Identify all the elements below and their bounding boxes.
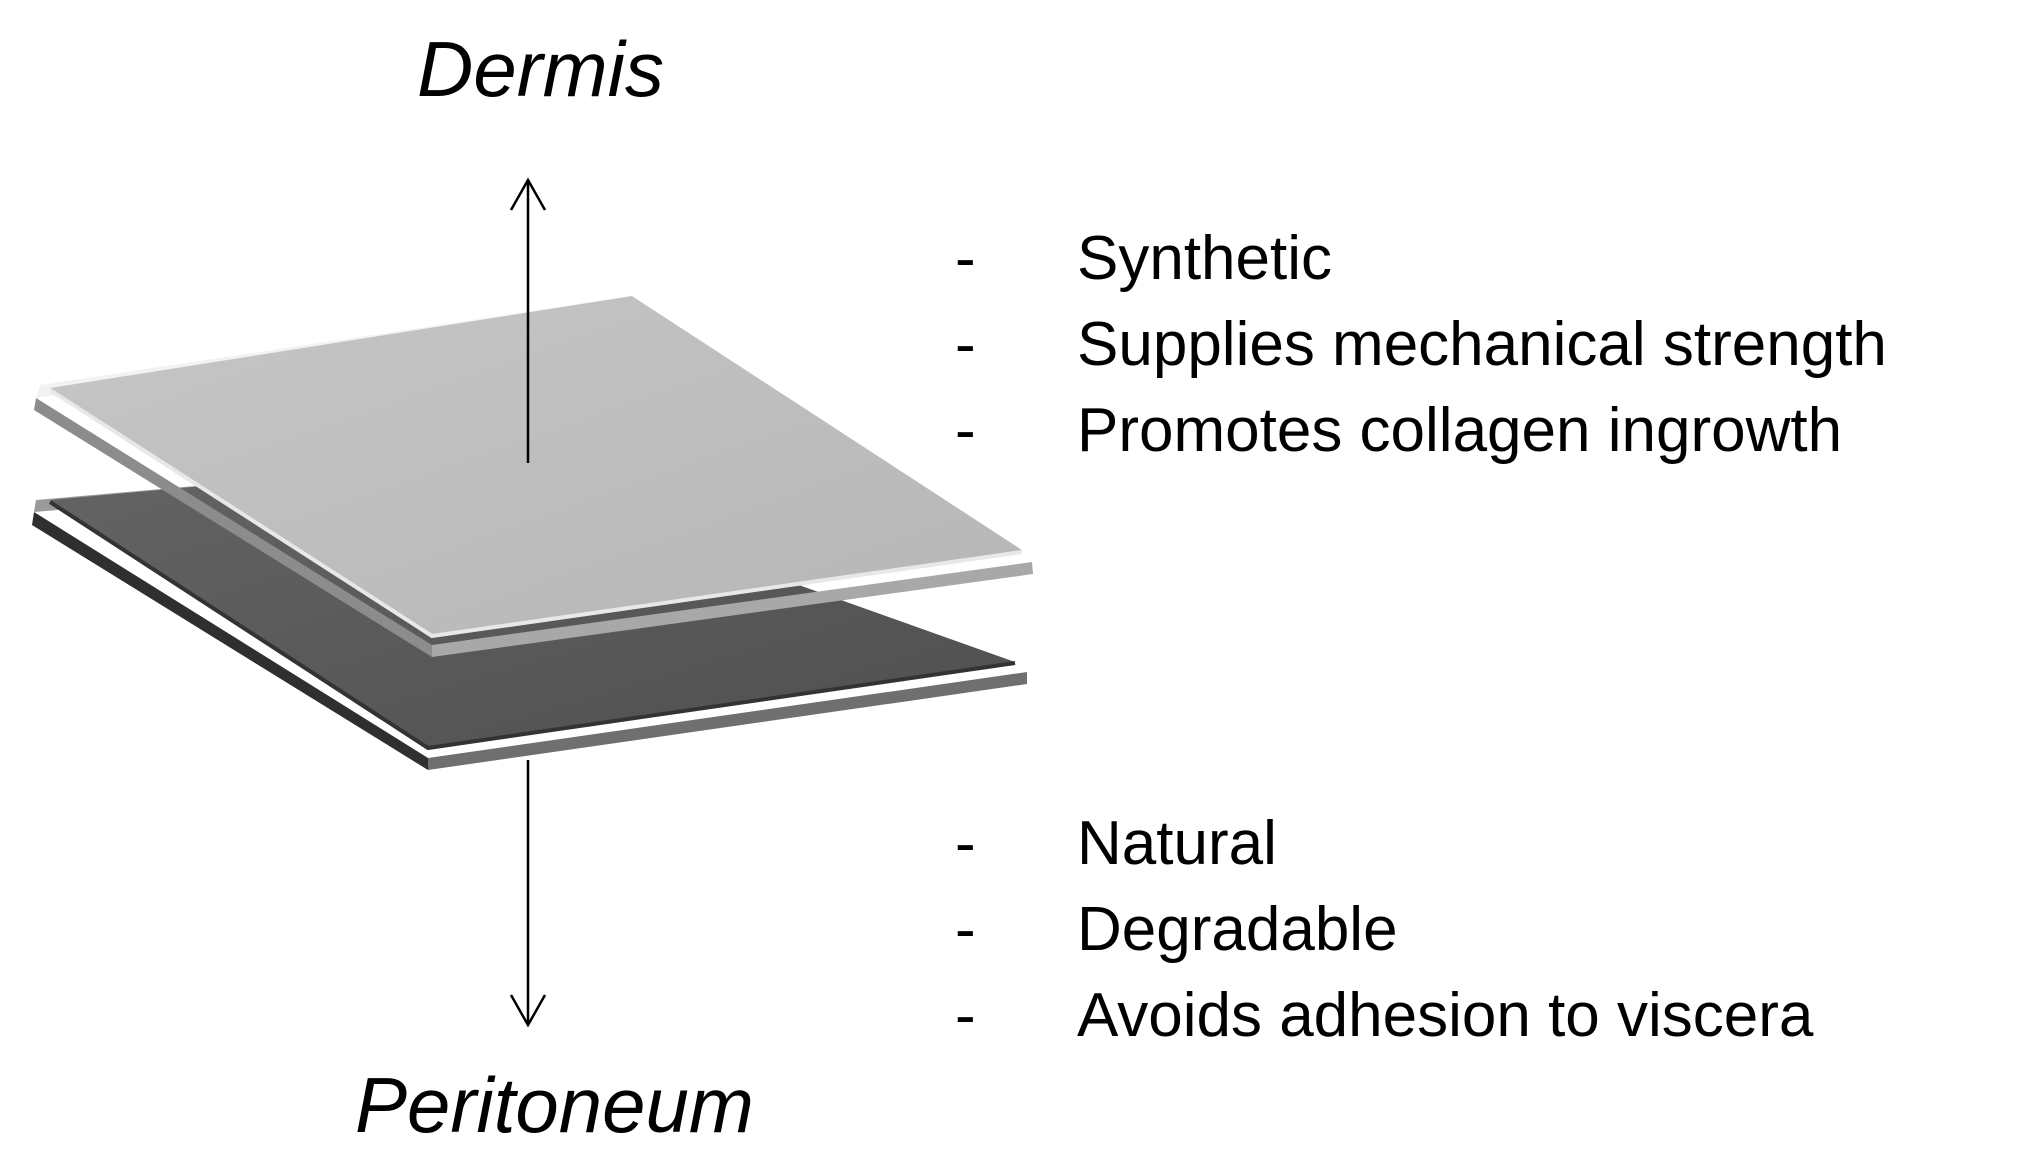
arrow-up-icon — [509, 177, 547, 463]
feature-text: Supplies mechanical strength — [1077, 310, 1887, 379]
top-layer-feature-list: - Synthetic - Supplies mechanical streng… — [955, 223, 1887, 481]
list-item: - Supplies mechanical strength — [955, 309, 1887, 395]
list-item: - Natural — [955, 808, 1813, 894]
bullet-dash: - — [955, 396, 976, 465]
bullet-dash: - — [955, 224, 976, 293]
peritoneum-label: Peritoneum — [355, 1061, 754, 1149]
list-item: - Promotes collagen ingrowth — [955, 395, 1887, 481]
bullet-dash: - — [955, 809, 976, 878]
feature-text: Synthetic — [1077, 224, 1333, 293]
dermis-label: Dermis — [417, 25, 664, 113]
list-item: - Avoids adhesion to viscera — [955, 980, 1813, 1066]
feature-text: Avoids adhesion to viscera — [1077, 981, 1814, 1050]
feature-text: Promotes collagen ingrowth — [1077, 396, 1843, 465]
feature-text: Natural — [1077, 809, 1277, 878]
arrow-down-icon — [509, 760, 547, 1028]
bullet-dash: - — [955, 310, 976, 379]
feature-text: Degradable — [1077, 895, 1398, 964]
list-item: - Degradable — [955, 894, 1813, 980]
bullet-dash: - — [955, 981, 976, 1050]
bullet-dash: - — [955, 895, 976, 964]
list-item: - Synthetic — [955, 223, 1887, 309]
top-layer-plate — [34, 296, 1033, 657]
bottom-layer-feature-list: - Natural - Degradable - Avoids adhesion… — [955, 808, 1813, 1066]
